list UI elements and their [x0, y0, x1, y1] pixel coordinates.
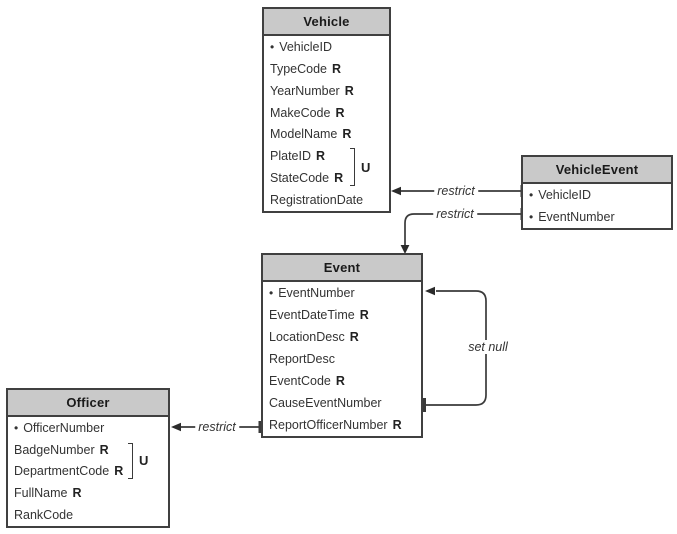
arrowhead-into-officer — [171, 422, 181, 432]
attribute-row-badgenumber: BadgeNumber R — [8, 439, 168, 461]
table-event[interactable]: Event • EventNumber EventDateTime R Loca… — [261, 253, 423, 438]
attribute-label: ReportDesc — [269, 352, 335, 366]
attribute-label: EventNumber — [538, 210, 615, 224]
attribute-label: ReportOfficerNumber — [269, 418, 388, 432]
attribute-row-eventdatetime: EventDateTime R — [263, 304, 421, 326]
attribute-label: StateCode — [270, 171, 330, 186]
attribute-row-officernumber: • OfficerNumber — [8, 417, 168, 439]
unique-constraint-bracket — [128, 443, 133, 479]
attribute-label: LocationDesc — [269, 330, 345, 344]
attribute-row-rankcode: RankCode — [8, 504, 168, 526]
pk-bullet-icon: • — [14, 420, 19, 435]
attribute-label: EventCode — [269, 374, 331, 388]
attribute-row-plateid: PlateID R — [264, 145, 389, 167]
required-marker: R — [342, 127, 352, 142]
attribute-row-eventnumber: • EventNumber — [523, 206, 671, 228]
pk-bullet-icon: • — [270, 39, 275, 54]
attribute-label: DepartmentCode — [14, 464, 110, 479]
attribute-label: RankCode — [14, 508, 74, 523]
table-vehicle-rows: • VehicleID TypeCode R YearNumber R Make… — [264, 36, 389, 211]
table-officer-title: Officer — [8, 390, 168, 417]
table-vehicleevent[interactable]: VehicleEvent • VehicleID • EventNumber — [521, 155, 673, 230]
table-event-rows: • EventNumber EventDateTime R LocationDe… — [263, 282, 421, 436]
required-marker: R — [331, 61, 342, 76]
attribute-label: MakeCode — [270, 105, 331, 120]
required-marker: R — [114, 464, 124, 479]
attribute-label: VehicleID — [538, 188, 592, 202]
required-marker: R — [392, 418, 402, 432]
table-vehicleevent-rows: • VehicleID • EventNumber — [523, 184, 671, 228]
pk-bullet-icon: • — [529, 188, 534, 202]
attribute-row-eventnumber: • EventNumber — [263, 282, 421, 304]
required-marker: R — [335, 105, 345, 120]
attribute-row-causeeventnumber: CauseEventNumber — [263, 392, 421, 414]
required-marker: R — [72, 486, 82, 501]
unique-constraint-bracket — [350, 148, 355, 186]
relationship-label-restrict-vehicle[interactable]: restrict — [434, 184, 478, 198]
attribute-label: FullName — [14, 486, 68, 501]
required-marker: R — [334, 171, 344, 186]
table-event-title: Event — [263, 255, 421, 282]
attribute-label: BadgeNumber — [14, 442, 95, 457]
attribute-row-modelname: ModelName R — [264, 124, 389, 146]
arrowhead-into-event-top — [400, 245, 410, 254]
relationship-label-set-null[interactable]: set null — [465, 340, 511, 354]
attribute-label: VehicleID — [279, 39, 333, 54]
attribute-row-yearnumber: YearNumber R — [264, 80, 389, 102]
attribute-row-statecode: StateCode R — [264, 167, 389, 189]
arrowhead-into-event-side — [425, 286, 435, 296]
table-vehicle-title: Vehicle — [264, 9, 389, 36]
attribute-label: OfficerNumber — [23, 420, 105, 435]
attribute-row-departmentcode: DepartmentCode R — [8, 461, 168, 483]
attribute-label: CauseEventNumber — [269, 396, 382, 410]
attribute-label: RegistrationDate — [270, 193, 364, 208]
attribute-label: TypeCode — [270, 61, 327, 76]
required-marker: R — [335, 374, 345, 388]
required-marker: R — [99, 442, 109, 457]
attribute-label: PlateID — [270, 149, 311, 164]
required-marker: R — [316, 149, 326, 164]
attribute-row-registrationdate: RegistrationDate — [264, 189, 389, 211]
required-marker: R — [359, 308, 369, 322]
arrowhead-into-vehicle — [391, 186, 401, 196]
attribute-row-typecode: TypeCode R — [264, 58, 389, 80]
attribute-label: EventDateTime — [269, 308, 355, 322]
pk-bullet-icon: • — [529, 210, 534, 224]
required-marker: R — [349, 330, 359, 344]
attribute-row-eventcode: EventCode R — [263, 370, 421, 392]
attribute-label: EventNumber — [278, 286, 355, 300]
attribute-label: YearNumber — [270, 83, 340, 98]
relationship-label-restrict-officer[interactable]: restrict — [195, 420, 239, 434]
table-vehicle[interactable]: Vehicle • VehicleID TypeCode R YearNumbe… — [262, 7, 391, 213]
attribute-row-vehicleid: • VehicleID — [264, 36, 389, 58]
unique-marker: U — [139, 453, 149, 468]
table-officer-rows: • OfficerNumber BadgeNumber R Department… — [8, 417, 168, 526]
relationship-label-restrict-event[interactable]: restrict — [433, 207, 477, 221]
attribute-row-fullname: FullName R — [8, 482, 168, 504]
attribute-row-reportofficernumber: ReportOfficerNumber R — [263, 414, 421, 436]
attribute-row-makecode: MakeCode R — [264, 102, 389, 124]
required-marker: R — [344, 83, 354, 98]
table-vehicleevent-title: VehicleEvent — [523, 157, 671, 184]
attribute-row-locationdesc: LocationDesc R — [263, 326, 421, 348]
attribute-label: ModelName — [270, 127, 338, 142]
attribute-row-vehicleid: • VehicleID — [523, 184, 671, 206]
table-officer[interactable]: Officer • OfficerNumber BadgeNumber R De… — [6, 388, 170, 528]
pk-bullet-icon: • — [269, 286, 274, 300]
attribute-row-reportdesc: ReportDesc — [263, 348, 421, 370]
unique-marker: U — [361, 160, 371, 175]
